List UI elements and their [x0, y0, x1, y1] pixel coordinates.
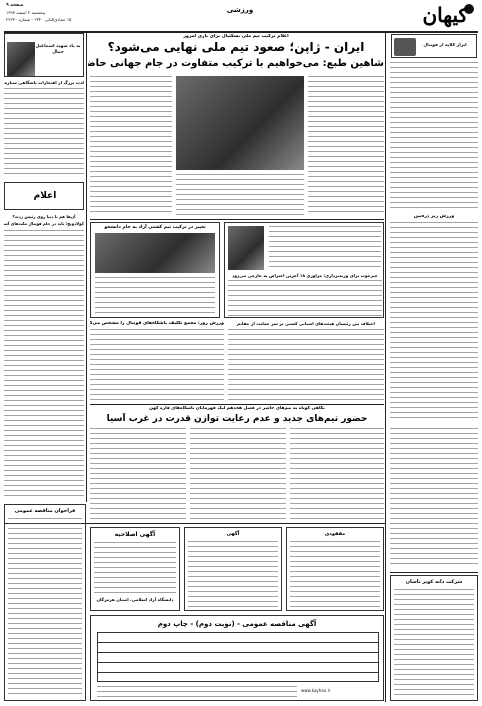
- logo: کیهان: [410, 2, 476, 29]
- left-logo-box: اعلام: [4, 182, 84, 210]
- wide-rule: [90, 404, 384, 405]
- logo-emblem-icon: [464, 4, 474, 14]
- left-col-headline-3: کولادوبچ: باید در جام فوتبال ملت‌های آسی…: [4, 221, 84, 226]
- ad4-title: شرکت دانه کویر تاسان: [405, 579, 463, 585]
- judo-title: تغییر در ترکیب تیم کشتی آزاد به جام دانش…: [104, 225, 206, 230]
- judo-box: تغییر در ترکیب تیم کشتی آزاد به جام دانش…: [90, 222, 220, 318]
- lead-photo-basketball-team: [176, 76, 304, 170]
- tennis-box: خبرخوب برای وزنه‌برداری: مراوری ۱۸ آخرین…: [224, 222, 384, 318]
- section-title: ورزشی: [226, 6, 254, 14]
- mid-ad-text: [188, 540, 278, 610]
- vertical-rule-left: [86, 32, 87, 502]
- left-col-text-2: [4, 230, 84, 500]
- ad2-text: [97, 686, 297, 698]
- football-text: [90, 329, 224, 401]
- mid-ad-box: آگهی: [184, 527, 282, 611]
- lost-text: [290, 540, 380, 610]
- wide-text-2: [190, 428, 286, 520]
- left-col-headline: لذت بزرگ از افتخارات باشگاهی ستاره‌های س…: [4, 80, 84, 85]
- ad3-text: [8, 517, 82, 696]
- judo-text: [95, 277, 215, 315]
- mid-rule-1: [90, 219, 384, 220]
- lead-col-left: [90, 76, 172, 216]
- tennis-photo: [228, 226, 264, 270]
- left-portrait-box: به یاد شهید اسماعیل جمال: [4, 33, 84, 77]
- ad1-text: [94, 542, 176, 595]
- left-col-headline-2: آن‌ها هم با دنیا روی رئیس زدند؟: [12, 214, 76, 219]
- masthead: کیهان ورزشی صفحه ۹ پنجشنبه ۲ اسفند ۱۳۹۷ …: [0, 0, 482, 31]
- top-rule: [4, 31, 478, 33]
- right-col-text-2: [390, 222, 478, 422]
- issue-line: ۱۵ جمادی‌الثانی ۱۴۴۰ - شماره ۲۲۲۳۰: [6, 17, 72, 22]
- right-col-subhead: ورزش زیر ذره‌بین: [413, 214, 455, 219]
- left-col-text-1: [4, 88, 84, 178]
- right-box-title: ابراز گلایه از فوتبال: [423, 43, 467, 48]
- portrait-photo: [7, 42, 35, 76]
- lost-label: مفقودی: [324, 531, 346, 537]
- ad1-org: دانشگاه آزاد اسلامی، استان هرمزگان: [96, 597, 174, 603]
- vertical-rule-right: [385, 32, 386, 702]
- mid-ad-label: آگهی: [226, 531, 240, 537]
- judo-photo: [95, 233, 215, 273]
- ad2-box: آگهی مناقصه عمومی - (نوبت دوم) - چاپ دوم…: [90, 615, 384, 701]
- ad2-website[interactable]: www.kayhan.ir: [301, 688, 331, 693]
- right-col-divider: [390, 572, 478, 573]
- tennis-title: خبرخوب برای وزنه‌برداری: مراوری ۱۸ آخرین…: [232, 273, 378, 278]
- football-title: ورزش روز: مجمع تکلیف باشگاه‌های فوتبال ر…: [90, 321, 224, 326]
- left-logo-word: اعلام: [33, 191, 57, 201]
- wide-kicker: نگاهی کوتاه به تیم‌های حاضر در فصل هجدهم…: [149, 406, 325, 411]
- ad3-title: فراخوان مناقصه عمومی: [14, 508, 76, 514]
- wide-text-1: [90, 428, 186, 520]
- ad-left-box: فراخوان مناقصه عمومی: [4, 504, 86, 701]
- ad1-box: آگهی اصلاحیه دانشگاه آزاد اسلامی، استان …: [90, 527, 180, 611]
- portrait-box-title: به یاد شهید اسماعیل جمال: [35, 44, 81, 55]
- lead-col-under-photo: [176, 174, 304, 216]
- right-col-text-3: [390, 428, 478, 568]
- box-illustration-icon: [394, 38, 416, 56]
- right-col-text-1: [390, 62, 478, 212]
- misc-title: اختلاف بین رئیسان هیئت‌های استانی کشتی ب…: [237, 321, 375, 326]
- date-line: پنجشنبه ۲ اسفند ۱۳۹۷: [6, 10, 46, 15]
- ad2-title: آگهی مناقصه عمومی - (نوبت دوم) - چاپ دوم: [157, 620, 317, 628]
- ad4-box: شرکت دانه کویر تاسان: [390, 575, 478, 701]
- ads-rule: [4, 523, 385, 525]
- ad1-title: آگهی اصلاحیه: [114, 531, 156, 538]
- logo-text: کیهان: [422, 3, 468, 27]
- ad4-text: [394, 588, 474, 697]
- lost-box: مفقودی: [286, 527, 384, 611]
- tennis-text: [269, 226, 381, 270]
- lead-headline-1: ایران - ژاپن؛ صعود تیم ملی نهایی می‌شود؟: [107, 40, 365, 54]
- tennis-text-2: [228, 280, 382, 316]
- right-box: ابراز گلایه از فوتبال: [391, 34, 477, 58]
- wide-text-3: [290, 428, 384, 520]
- misc-text: [228, 329, 384, 401]
- lead-headline-2: شاهین طبع: می‌خواهیم با ترکیب متفاوت در …: [88, 58, 384, 69]
- page-label: صفحه ۹: [6, 3, 24, 8]
- ad2-table: [97, 632, 379, 682]
- lead-col-right: [308, 76, 384, 216]
- lead-kicker: اعلام ترکیب تیم ملی بسکتبال برای بازی ام…: [183, 34, 289, 39]
- wide-headline: حضور تیم‌های جدید و عدم رعایت توازن قدرت…: [106, 414, 368, 424]
